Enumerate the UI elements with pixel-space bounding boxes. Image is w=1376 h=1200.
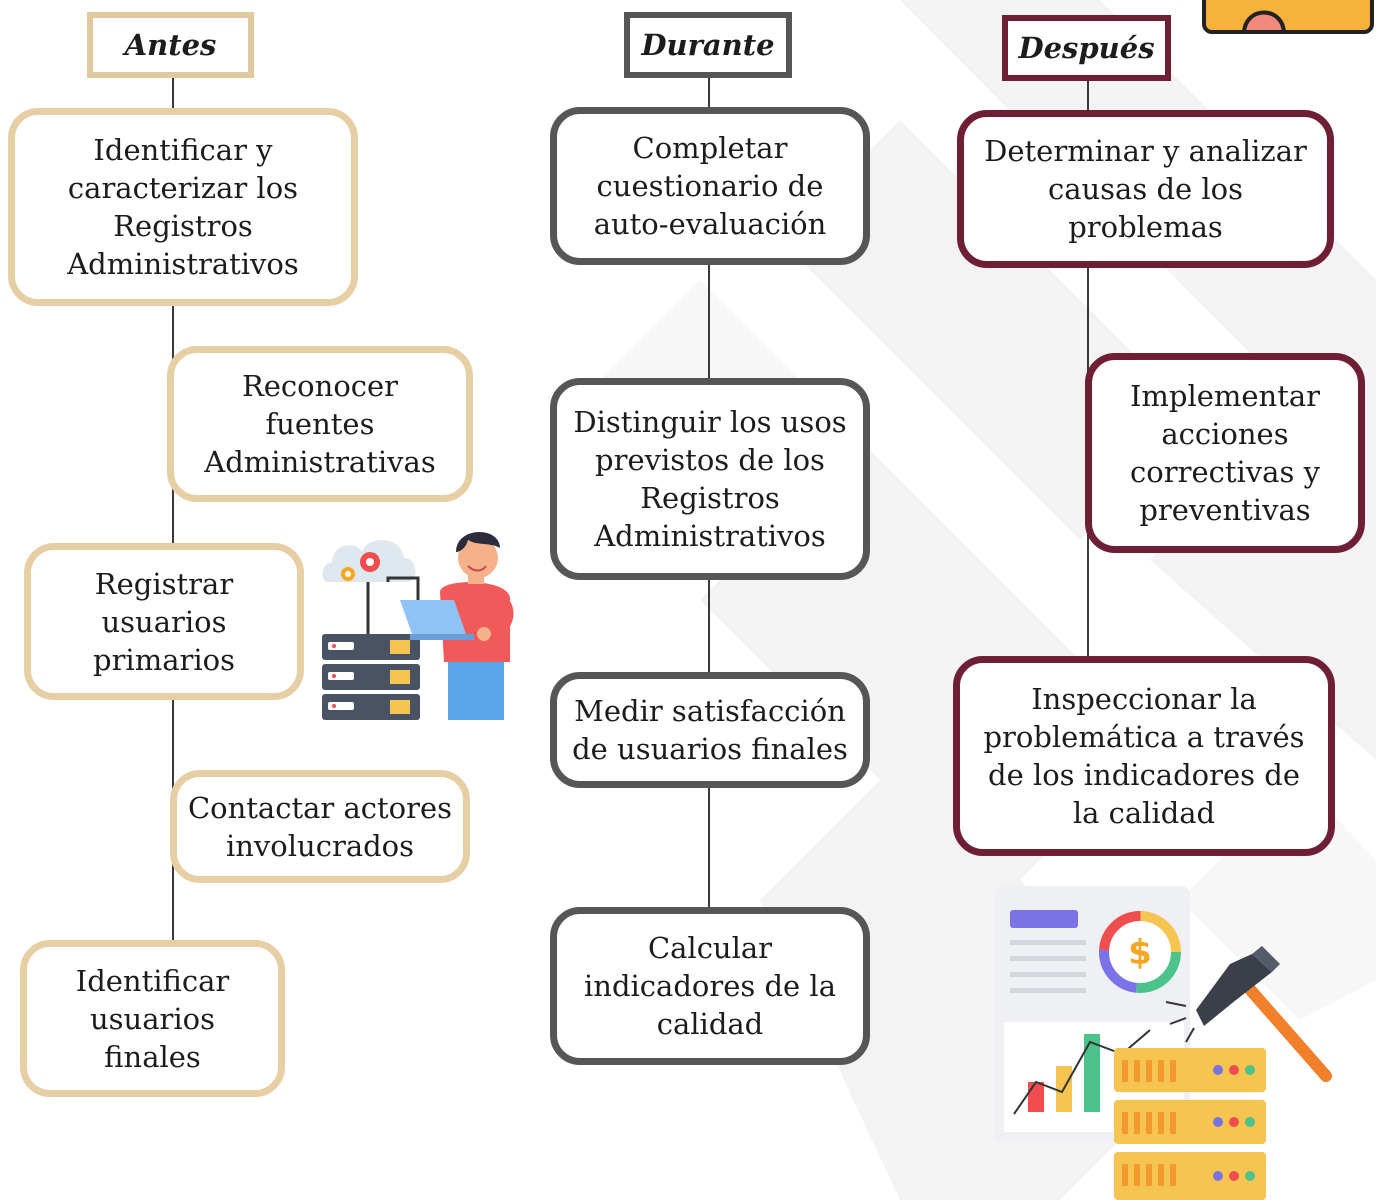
step-antes-3: Registrar usuarios primarios — [24, 543, 304, 700]
step-antes-5-label: Identificar usuarios finales — [75, 963, 230, 1074]
header-durante: Durante — [624, 12, 792, 78]
step-durante-1-label: Completar cuestionario de auto-evaluació… — [593, 131, 827, 241]
step-antes-4-label: Contactar actores involucrados — [187, 790, 453, 863]
step-durante-3-label: Medir satisfacción de usuarios finales — [572, 694, 848, 766]
step-despues-2: Implementar acciones correctivas y preve… — [1085, 353, 1365, 553]
step-antes-2: Reconocer fuentes Administrativas — [167, 346, 473, 502]
antes-connector — [172, 74, 174, 954]
svg-text:$: $ — [1128, 933, 1152, 973]
step-antes-4: Contactar actores involucrados — [170, 770, 470, 883]
step-durante-4-label: Calcular indicadores de la calidad — [584, 931, 836, 1041]
step-antes-1: Identificar y caracterizar los Registros… — [8, 108, 358, 306]
step-antes-3-label: Registrar usuarios primarios — [93, 566, 235, 677]
step-durante-4: Calcular indicadores de la calidad — [550, 907, 870, 1065]
person-with-laptop-and-servers-illustration — [322, 531, 514, 720]
step-durante-2-label: Distinguir los usos previstos de los Reg… — [573, 405, 847, 553]
header-despues: Después — [1002, 15, 1171, 81]
step-despues-3: Inspeccionar la problemática a través de… — [953, 656, 1335, 856]
step-despues-1: Determinar y analizar causas de los prob… — [957, 110, 1334, 268]
analytics-report-with-hammer-and-servers-illustration: $ — [994, 886, 1332, 1200]
step-durante-3: Medir satisfacción de usuarios finales — [550, 672, 870, 788]
step-despues-1-label: Determinar y analizar causas de los prob… — [984, 134, 1307, 244]
step-despues-2-label: Implementar acciones correctivas y preve… — [1129, 379, 1321, 527]
step-durante-1: Completar cuestionario de auto-evaluació… — [550, 107, 870, 265]
step-antes-5: Identificar usuarios finales — [20, 940, 285, 1097]
step-antes-2-label: Reconocer fuentes Administrativas — [204, 369, 436, 479]
step-durante-2: Distinguir los usos previstos de los Reg… — [550, 378, 870, 580]
step-despues-3-label: Inspeccionar la problemática a través de… — [983, 682, 1305, 830]
step-antes-1-label: Identificar y caracterizar los Registros… — [67, 133, 299, 281]
corner-badge-icon — [1202, 0, 1374, 34]
header-antes: Antes — [87, 12, 254, 78]
